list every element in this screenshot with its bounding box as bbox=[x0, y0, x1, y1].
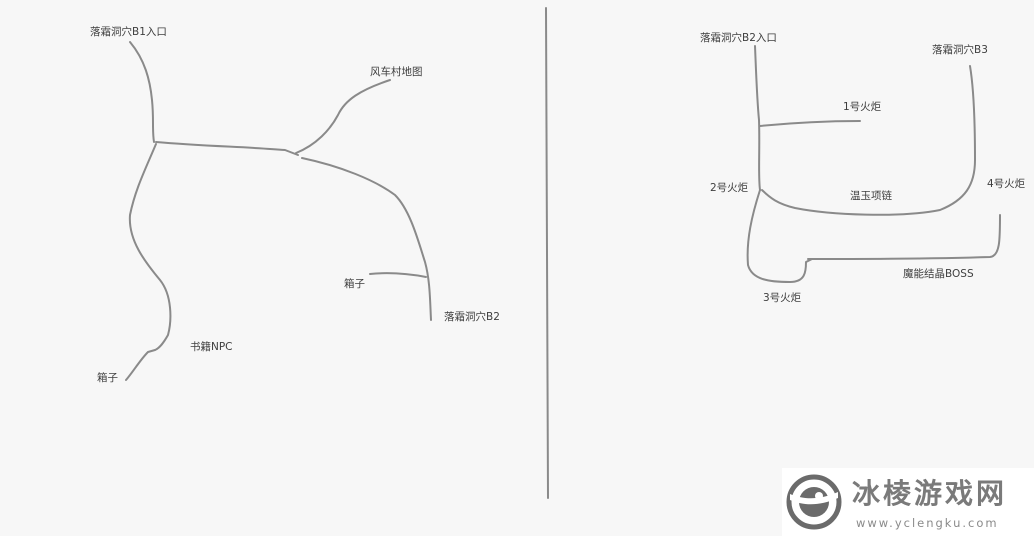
path-b1-to-junction bbox=[155, 141, 299, 156]
path-to-torch-4 bbox=[807, 214, 1001, 260]
path-junction-to-b2 bbox=[301, 157, 432, 321]
path-to-torch-1 bbox=[759, 120, 861, 127]
path-to-chest-right bbox=[369, 272, 427, 278]
label-torch-2: 2号火炬 bbox=[710, 182, 749, 194]
label-boss: 魔能结晶BOSS bbox=[903, 268, 974, 280]
path-junction-to-windmill bbox=[295, 79, 391, 154]
label-b2: 落霜洞穴B2 bbox=[444, 311, 500, 323]
label-b3: 落霜洞穴B3 bbox=[932, 44, 988, 56]
label-windmill-map: 风车村地图 bbox=[370, 66, 423, 78]
watermark: 冰棱游戏网 www.yclengku.com bbox=[782, 468, 1034, 536]
label-torch-3: 3号火炬 bbox=[763, 292, 802, 304]
label-torch-1: 1号火炬 bbox=[843, 101, 882, 113]
path-torch-2-loop-down bbox=[746, 189, 813, 283]
label-torch-4: 4号火炬 bbox=[987, 178, 1026, 190]
path-b3-down bbox=[761, 65, 976, 216]
label-b1-entrance: 落霜洞穴B1入口 bbox=[90, 26, 167, 38]
logo-icon bbox=[786, 474, 842, 530]
divider-line bbox=[545, 7, 549, 499]
label-warm-jade-necklace: 温玉项链 bbox=[850, 190, 892, 202]
label-chest-right: 箱子 bbox=[344, 278, 365, 290]
path-to-chest-left bbox=[125, 349, 156, 381]
path-b1-down-to-book-npc bbox=[128, 143, 172, 351]
path-b1-entrance-down bbox=[129, 41, 155, 143]
watermark-title: 冰棱游戏网 bbox=[852, 477, 1008, 510]
label-book-npc: 书籍NPC bbox=[190, 341, 233, 353]
path-b2-entrance-down bbox=[754, 45, 761, 191]
label-b2-entrance: 落霜洞穴B2入口 bbox=[700, 32, 777, 44]
watermark-url: www.yclengku.com bbox=[856, 516, 999, 530]
label-chest-left: 箱子 bbox=[97, 372, 118, 384]
